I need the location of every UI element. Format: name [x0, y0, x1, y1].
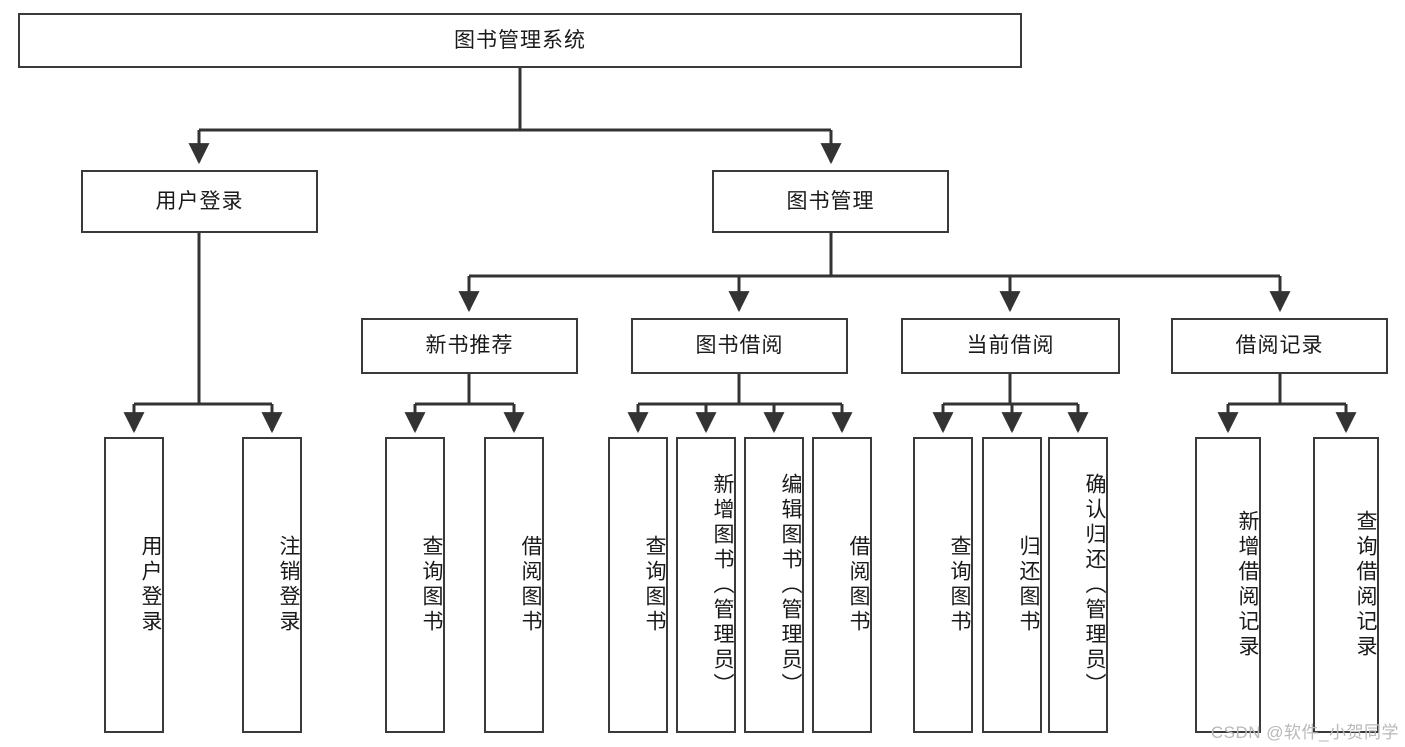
node-book-manage-label: 图书管理	[786, 189, 875, 213]
node-leaf-user-login[interactable]: 用户登录	[104, 437, 164, 733]
node-leaf-borrow-book-1-label: 借阅图书	[519, 535, 542, 635]
node-leaf-query-book-3-label: 查询图书	[948, 535, 971, 635]
node-book-borrow[interactable]: 图书借阅	[631, 318, 848, 374]
node-leaf-query-book-2-label: 查询图书	[643, 535, 666, 635]
node-leaf-add-record[interactable]: 新增借阅记录	[1195, 437, 1261, 733]
node-current-borrow-label: 当前借阅	[966, 334, 1055, 358]
node-new-book-rec-label: 新书推荐	[425, 334, 514, 358]
node-leaf-query-book-3[interactable]: 查询图书	[913, 437, 973, 733]
node-current-borrow[interactable]: 当前借阅	[901, 318, 1120, 374]
node-leaf-edit-book[interactable]: 编辑图书（管理员）	[744, 437, 804, 733]
node-leaf-borrow-book-2[interactable]: 借阅图书	[812, 437, 872, 733]
node-leaf-borrow-book-1[interactable]: 借阅图书	[484, 437, 544, 733]
node-borrow-record-label: 借阅记录	[1235, 334, 1324, 358]
node-book-manage[interactable]: 图书管理	[712, 170, 949, 233]
node-root-label: 图书管理系统	[454, 28, 586, 52]
node-leaf-user-login-label: 用户登录	[139, 535, 162, 635]
node-leaf-edit-book-label: 编辑图书（管理员）	[779, 472, 802, 698]
node-leaf-confirm-return-label: 确认归还（管理员）	[1083, 472, 1106, 698]
node-leaf-query-record[interactable]: 查询借阅记录	[1313, 437, 1379, 733]
node-user-login[interactable]: 用户登录	[81, 170, 318, 233]
node-leaf-add-record-label: 新增借阅记录	[1236, 510, 1259, 660]
node-root[interactable]: 图书管理系统	[18, 13, 1022, 68]
node-leaf-borrow-book-2-label: 借阅图书	[847, 535, 870, 635]
node-leaf-return-book[interactable]: 归还图书	[982, 437, 1042, 733]
node-borrow-record[interactable]: 借阅记录	[1171, 318, 1388, 374]
node-leaf-user-logout-label: 注销登录	[277, 535, 300, 635]
node-user-login-label: 用户登录	[155, 189, 244, 213]
node-new-book-rec[interactable]: 新书推荐	[361, 318, 578, 374]
node-leaf-return-book-label: 归还图书	[1017, 535, 1040, 635]
node-leaf-query-book-2[interactable]: 查询图书	[608, 437, 668, 733]
node-leaf-query-book-1-label: 查询图书	[420, 535, 443, 635]
node-leaf-user-logout[interactable]: 注销登录	[242, 437, 302, 733]
node-leaf-confirm-return[interactable]: 确认归还（管理员）	[1048, 437, 1108, 733]
node-leaf-query-book-1[interactable]: 查询图书	[385, 437, 445, 733]
node-leaf-add-book-label: 新增图书（管理员）	[711, 472, 734, 698]
node-leaf-query-record-label: 查询借阅记录	[1354, 510, 1377, 660]
csdn-watermark: CSDN @软件_小贺同学	[1210, 723, 1399, 742]
node-leaf-add-book[interactable]: 新增图书（管理员）	[676, 437, 736, 733]
node-book-borrow-label: 图书借阅	[695, 334, 784, 358]
